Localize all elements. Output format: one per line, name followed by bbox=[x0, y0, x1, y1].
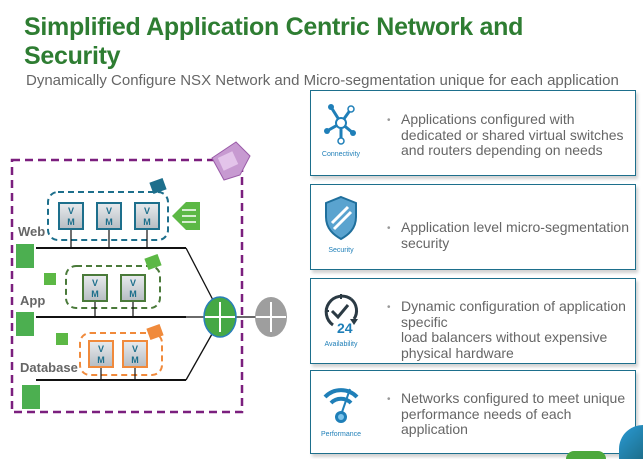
vm-label-top: V bbox=[91, 278, 98, 288]
slide-title: Simplified Application Centric Network a… bbox=[24, 13, 524, 70]
vm-label-top: V bbox=[143, 206, 150, 216]
vm-label-bottom: M bbox=[131, 355, 139, 365]
web-policy-icon bbox=[16, 244, 34, 268]
card-text-availability-line-1: Dynamic configuration of application spe… bbox=[401, 298, 626, 330]
card-text-security: Application level micro-segmentation sec… bbox=[401, 219, 629, 251]
app-tier-group bbox=[65, 265, 161, 309]
feature-card-availability: 24 Availability • Dynamic configuration … bbox=[310, 278, 636, 364]
vm-label-bottom: M bbox=[143, 217, 151, 227]
edge-firewall-icon bbox=[211, 141, 251, 181]
vm-label-bottom: M bbox=[67, 217, 75, 227]
vm-label-bottom: M bbox=[91, 289, 99, 299]
vm-label-top: V bbox=[131, 344, 138, 354]
feature-card-security: Security • Application level micro-segme… bbox=[310, 184, 636, 270]
decorative-shape bbox=[566, 451, 606, 459]
performance-gauge-icon bbox=[317, 381, 365, 445]
availability-24-text: 24 bbox=[337, 320, 353, 335]
db-rule-icon bbox=[56, 333, 68, 345]
vm-label-bottom: M bbox=[97, 355, 105, 365]
physical-router-icon bbox=[255, 297, 287, 337]
tier-label-database: Database bbox=[20, 360, 78, 375]
tier-label-app: App bbox=[20, 293, 46, 308]
tier-label-web: Web bbox=[18, 224, 46, 239]
card-text-performance: Networks configured to meet unique perfo… bbox=[401, 390, 626, 437]
web-tier-group bbox=[47, 191, 169, 241]
app-boundary bbox=[10, 158, 244, 414]
logical-router-icon bbox=[203, 296, 237, 338]
load-balancer-icon bbox=[172, 202, 200, 230]
connectivity-icon-label: Connectivity bbox=[321, 151, 361, 158]
vm-label-bottom: M bbox=[105, 217, 113, 227]
app-policy-icon bbox=[16, 312, 34, 336]
availability-icon-label: Availability bbox=[324, 341, 358, 348]
network-diagram-svg bbox=[10, 141, 287, 414]
link-web-router bbox=[185, 247, 215, 303]
bullet: • bbox=[387, 394, 391, 405]
vm-label-bottom: M bbox=[129, 289, 137, 299]
app-rule-icon bbox=[44, 273, 56, 285]
card-text-availability: Dynamic configuration of application spe… bbox=[401, 298, 637, 361]
feature-card-connectivity: Connectivity • Applications configured w… bbox=[310, 90, 636, 176]
availability-clock-icon: 24 bbox=[317, 289, 365, 353]
db-policy-icon bbox=[22, 385, 40, 409]
feature-card-performance: Performance • Networks configured to mee… bbox=[310, 370, 636, 454]
web-switch-icon bbox=[149, 177, 167, 195]
card-text-availability-line-2: load balancers without expensive physica… bbox=[401, 329, 608, 361]
bullet: • bbox=[387, 223, 391, 234]
vm-label-top: V bbox=[97, 344, 104, 354]
security-icon-label: Security bbox=[328, 247, 354, 254]
app-switch-icon bbox=[144, 253, 162, 271]
db-switch-icon bbox=[146, 323, 164, 341]
connectivity-icon bbox=[317, 101, 365, 165]
link-db-router bbox=[185, 333, 213, 381]
slide-subtitle: Dynamically Configure NSX Network and Mi… bbox=[26, 72, 619, 89]
db-tier-group bbox=[79, 332, 163, 376]
card-text-connectivity: Applications configured with dedicated o… bbox=[401, 111, 624, 158]
performance-icon-label: Performance bbox=[320, 431, 362, 438]
bullet: • bbox=[387, 115, 391, 126]
vm-label-top: V bbox=[105, 206, 112, 216]
security-shield-icon bbox=[317, 195, 365, 259]
vm-label-top: V bbox=[67, 206, 74, 216]
bullet: • bbox=[387, 302, 391, 313]
vm-label-top: V bbox=[129, 278, 136, 288]
